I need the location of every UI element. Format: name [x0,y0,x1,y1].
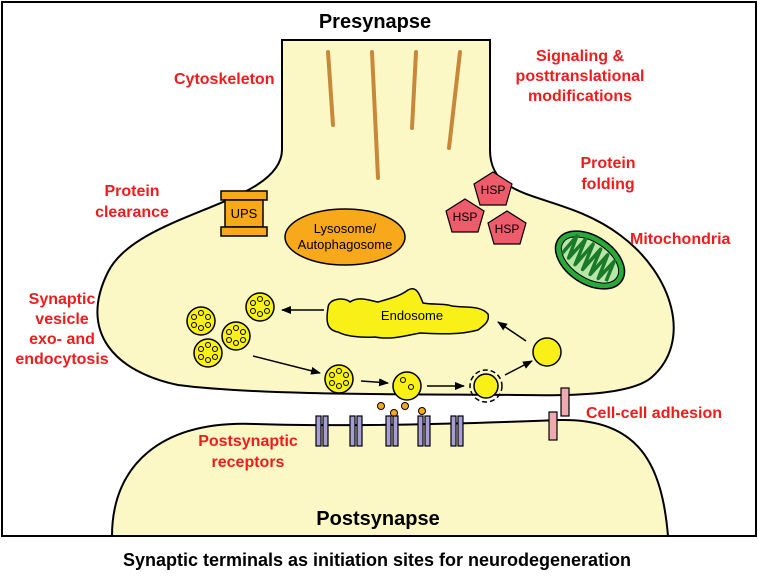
arrow-recycling-to-endosome [497,321,527,342]
postsynaptic-adhesion-molecule [548,411,558,441]
ups-proteasome [220,190,268,237]
signaling-label-line3: modifications [528,88,632,105]
protein-folding-label-line2: folding [581,176,634,193]
actin-filament [370,50,380,180]
cytoskeleton-label: Cytoskeleton [174,71,274,88]
postsynaptic-receptors-label-line2: receptors [212,454,285,471]
figure-caption: Synaptic terminals as initiation sites f… [123,550,631,570]
signaling-label-line1: Signaling & [536,48,624,65]
actin-filament [326,50,335,127]
postsynaptic-receptor-group [315,415,464,447]
arrow-pool-to-dock [252,355,321,375]
protein-folding-label-line1: Protein [580,155,635,172]
receptor [315,415,329,447]
vesicle-cluster [186,292,562,403]
arrow-endocytosis-to-recycling [504,360,533,376]
synaptic-vesicle-label-line3: exo- and [29,331,95,348]
postsynapse-title: Postsynapse [316,508,439,530]
endosome-label: Endosome [381,308,443,323]
synaptic-vesicle-label-line2: vesicle [35,311,88,328]
protein-clearance-label-line1: Protein [104,183,159,200]
hsp-label: HSP [495,222,520,236]
synaptic-vesicle-label-line4: endocytosis [15,351,108,368]
postsynaptic-terminal [110,418,670,537]
presynaptic-adhesion-molecule [560,387,570,417]
vesicle-cycle-arrows [252,306,533,390]
lysosome-label: Lysosome/ [314,221,377,236]
synaptic-vesicle [221,321,251,351]
ups-label: UPS [231,206,258,221]
synaptic-vesicle [245,292,275,322]
hsp-chaperones: HSP HSP HSP [445,171,527,245]
hsp-pentagon [445,198,485,233]
presynapse-title: Presynapse [319,11,431,33]
cell-adhesion-molecules [548,387,570,441]
synaptic-vesicle [186,306,216,336]
autophagosome-label: Autophagosome [298,237,393,252]
neurotransmitter-release [377,402,426,417]
receptor [417,415,431,447]
endocytic-vesicle [473,373,499,399]
mitochondrion [554,230,626,290]
arrow-dock-to-fusion [360,378,389,387]
endosome [326,288,490,339]
hsp-label: HSP [481,183,506,197]
signaling-label-line2: posttranslational [516,68,645,85]
synaptic-vesicle-label-line1: Synaptic [29,291,96,308]
clathrin-coat [469,369,503,403]
docked-vesicle [324,364,354,394]
hsp-pentagon [473,171,513,206]
mitochondria-label: Mitochondria [630,231,731,248]
actin-filament [410,50,418,130]
protein-clearance-label-line2: clearance [95,204,169,221]
postsynaptic-receptors-label-line1: Postsynaptic [198,433,298,450]
receptor [349,415,363,447]
receptor [450,415,464,447]
synaptic-vesicle [193,338,223,368]
cell-adhesion-label: Cell-cell adhesion [586,405,722,422]
hsp-pentagon [487,210,527,245]
recycling-vesicle [532,337,562,367]
actin-filament [447,50,462,150]
cytoskeleton-filaments [326,50,462,180]
fusing-vesicle [392,371,422,401]
receptor [385,415,399,447]
lysosome-autophagosome [284,208,406,266]
hsp-label: HSP [453,210,478,224]
